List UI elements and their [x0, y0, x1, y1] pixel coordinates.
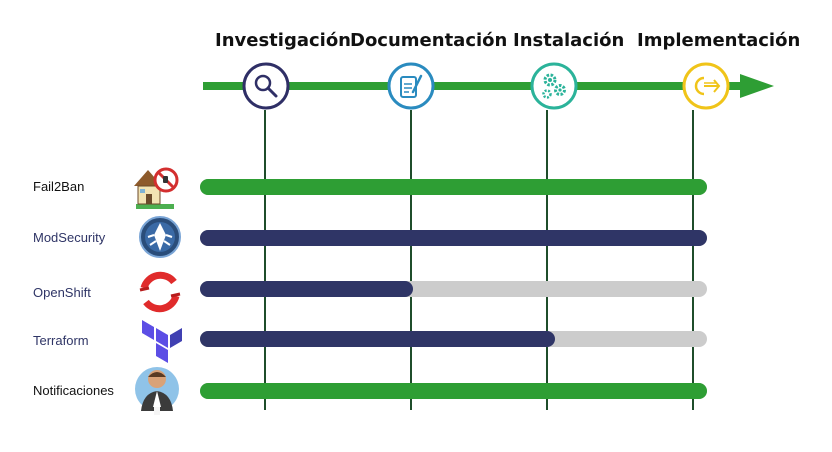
phase-line-implementacion — [692, 110, 694, 410]
phase-title-investigacion: Investigación — [215, 30, 351, 51]
phase-title-implementacion: Implementación — [637, 30, 801, 51]
timeline-arrow-shaft — [203, 82, 743, 90]
timeline — [203, 62, 774, 110]
progress-fill-terraform — [200, 331, 555, 347]
row-label-terraform: Terraform — [33, 333, 89, 348]
fail2ban-logo-icon — [134, 167, 179, 209]
phase-line-instalacion — [546, 110, 548, 410]
timeline-arrow-head — [740, 74, 774, 98]
row-label-openshift: OpenShift — [33, 285, 91, 300]
deploy-icon — [682, 62, 730, 110]
openshift-logo-icon — [139, 271, 181, 313]
progress-track-fail2ban — [200, 179, 707, 195]
search-icon — [242, 62, 290, 110]
progress-track-terraform — [200, 331, 707, 347]
modsecurity-logo-icon — [139, 216, 181, 258]
notifications-mascot-icon — [135, 367, 179, 415]
progress-fill-openshift — [200, 281, 413, 297]
terraform-logo-icon — [142, 320, 182, 363]
progress-fill-notificaciones — [200, 383, 707, 399]
row-label-modsecurity: ModSecurity — [33, 230, 106, 245]
document-edit-icon — [387, 62, 435, 110]
progress-fill-modsecurity — [200, 230, 707, 246]
progress-track-modsecurity — [200, 230, 707, 246]
progress-track-notificaciones — [200, 383, 707, 399]
row-label-notificaciones: Notificaciones — [33, 383, 114, 398]
phase-line-documentacion — [410, 110, 412, 410]
row-label-fail2ban: Fail2Ban — [33, 179, 85, 194]
progress-fill-fail2ban — [200, 179, 707, 195]
phase-title-documentacion: Documentación — [350, 30, 508, 51]
phase-line-investigacion — [264, 110, 266, 410]
progress-track-openshift — [200, 281, 707, 297]
phase-title-instalacion: Instalación — [513, 30, 625, 51]
gears-icon — [530, 62, 578, 110]
